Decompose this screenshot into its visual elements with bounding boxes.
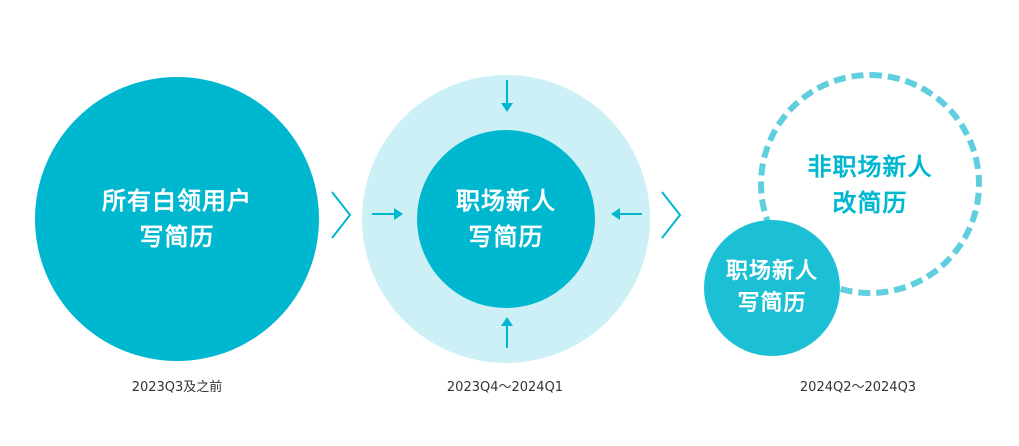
stage-1-line-2: 写简历 <box>139 223 215 251</box>
stage-2-line-2: 写简历 <box>468 223 544 251</box>
stage-3-label: 2024Q2～2024Q3 <box>799 380 917 395</box>
chevron-right-icon <box>331 191 352 239</box>
stage-2-circle-text: 职场新人 写简历 <box>417 130 595 308</box>
stage-2-inner-circle <box>417 130 595 308</box>
stage-1-label: 2023Q3及之前 <box>131 380 223 395</box>
stage-3-dashed-text: 非职场新人 改简历 <box>758 140 982 230</box>
stage-3-dashed-circle <box>758 72 982 296</box>
stage-3-circle <box>704 220 840 356</box>
stage-1-circle <box>35 77 319 361</box>
chevron-right-icon <box>661 191 682 239</box>
stage-3-dashed-line-1: 非职场新人 <box>807 153 933 181</box>
stage-3-line-1: 职场新人 <box>725 259 818 284</box>
stage-3-circle-text: 职场新人 写简历 <box>704 220 840 356</box>
stage-1-line-1: 所有白领用户 <box>102 187 252 215</box>
arrow-right-icon <box>372 208 403 220</box>
stage-2-line-1: 职场新人 <box>456 187 556 215</box>
stage-3-dashed-line-2: 改简历 <box>832 189 908 217</box>
stage-1-circle-text: 所有白领用户 写简历 <box>35 77 319 361</box>
arrow-up-icon <box>501 317 513 348</box>
stage-2-label: 2023Q4～2024Q1 <box>446 380 564 395</box>
arrow-left-icon <box>611 208 642 220</box>
stage-3-line-2: 写简历 <box>737 291 807 316</box>
arrow-down-icon <box>501 80 513 112</box>
